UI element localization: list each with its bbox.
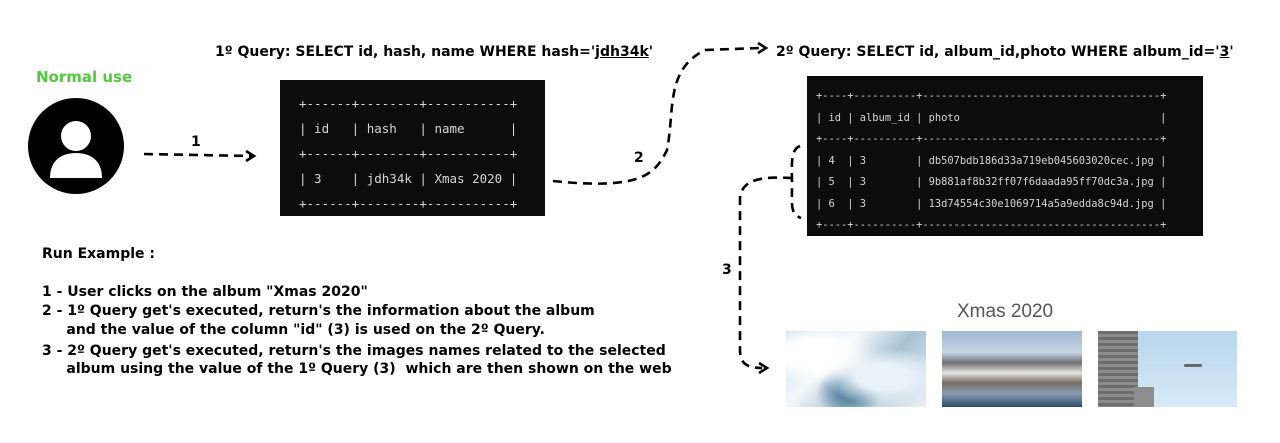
album-photo-ice[interactable]: [786, 331, 926, 407]
query-2-album-id-value: 3: [1219, 44, 1230, 60]
arrowhead-1: [245, 149, 257, 163]
query-2-label: 2º Query: SELECT id, album_id,photo WHER…: [776, 44, 1234, 60]
query-2-result-table: +----+----------+-----------------------…: [807, 76, 1203, 236]
run-example-line-2: 2 - 1º Query get's executed, return's th…: [42, 303, 595, 319]
query-1-result-table: +------+--------+-----------+ | id | has…: [280, 80, 545, 216]
plane-shape: [1184, 364, 1202, 367]
ground-shape: [1134, 387, 1154, 407]
query-1-suffix: ': [648, 44, 654, 60]
step-1-label: 1: [191, 134, 201, 150]
query-2-suffix: ': [1229, 44, 1234, 60]
run-example-title: Run Example :: [42, 246, 156, 262]
user-avatar-icon: [28, 98, 124, 194]
album-title: Xmas 2020: [957, 301, 1054, 322]
arrowhead-2: [757, 41, 769, 55]
album-photo-plane[interactable]: [1098, 331, 1237, 407]
run-example-line-1: 1 - User clicks on the album "Xmas 2020": [42, 284, 368, 300]
building-shape: [1098, 331, 1138, 407]
run-example-line-5: album using the value of the 1º Query (3…: [42, 361, 672, 377]
arrow-query2-to-album: [738, 176, 793, 370]
arrow-query1-to-query2: [552, 46, 761, 185]
normal-use-label: Normal use: [36, 68, 133, 86]
run-example-line-3: and the value of the column "id" (3) is …: [42, 322, 545, 338]
run-example-line-4: 3 - 2º Query get's executed, return's th…: [42, 343, 666, 359]
arrow-user-to-query1: [143, 152, 253, 158]
arrowhead-3: [758, 361, 770, 375]
step-3-label: 3: [722, 262, 732, 278]
query-1-hash-value: jdh34k: [595, 44, 649, 60]
step-2-label: 2: [634, 150, 644, 166]
query-1-prefix: 1º Query: SELECT id, hash, name WHERE ha…: [215, 44, 596, 60]
query-1-result-text: +------+--------+-----------+ | id | has…: [299, 96, 518, 211]
query-1-label: 1º Query: SELECT id, hash, name WHERE ha…: [215, 44, 653, 60]
arrow-rows-bracket: [790, 144, 802, 220]
query-2-result-text: +----+----------+-----------------------…: [816, 90, 1167, 231]
query-2-prefix: 2º Query: SELECT id, album_id,photo WHER…: [776, 44, 1220, 60]
album-photo-mountains[interactable]: [942, 331, 1082, 407]
